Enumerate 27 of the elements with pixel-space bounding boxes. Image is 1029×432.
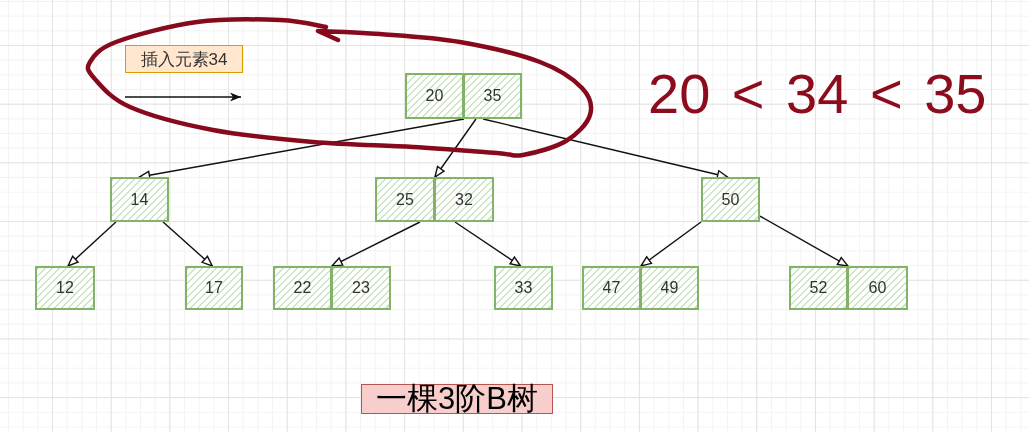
arrow <box>434 118 477 178</box>
key-box: 47 <box>582 266 641 310</box>
arrow <box>482 118 729 180</box>
key-box: 52 <box>789 266 848 310</box>
arrow <box>138 118 465 180</box>
arrow <box>640 221 702 267</box>
arrow <box>162 221 213 267</box>
key-box: 23 <box>331 266 391 310</box>
title-box: 一棵3阶B树 <box>361 384 553 414</box>
key-box: 33 <box>494 266 553 310</box>
key-box: 14 <box>110 177 169 222</box>
inequality-text: 20 < 34 < 35 <box>648 66 987 122</box>
key-box: 20 <box>405 73 464 119</box>
key-box: 17 <box>185 266 243 310</box>
key-box: 35 <box>463 73 522 119</box>
note-box: 插入元素34 <box>125 45 243 73</box>
key-box: 25 <box>375 177 435 222</box>
key-box: 12 <box>35 266 95 310</box>
key-box: 49 <box>640 266 699 310</box>
key-box: 60 <box>847 266 908 310</box>
arrow <box>331 221 421 267</box>
key-box: 50 <box>701 177 760 222</box>
arrow <box>759 215 849 267</box>
key-box: 22 <box>273 266 332 310</box>
arrow <box>67 221 117 267</box>
key-box: 32 <box>434 177 494 222</box>
arrow <box>454 221 522 267</box>
